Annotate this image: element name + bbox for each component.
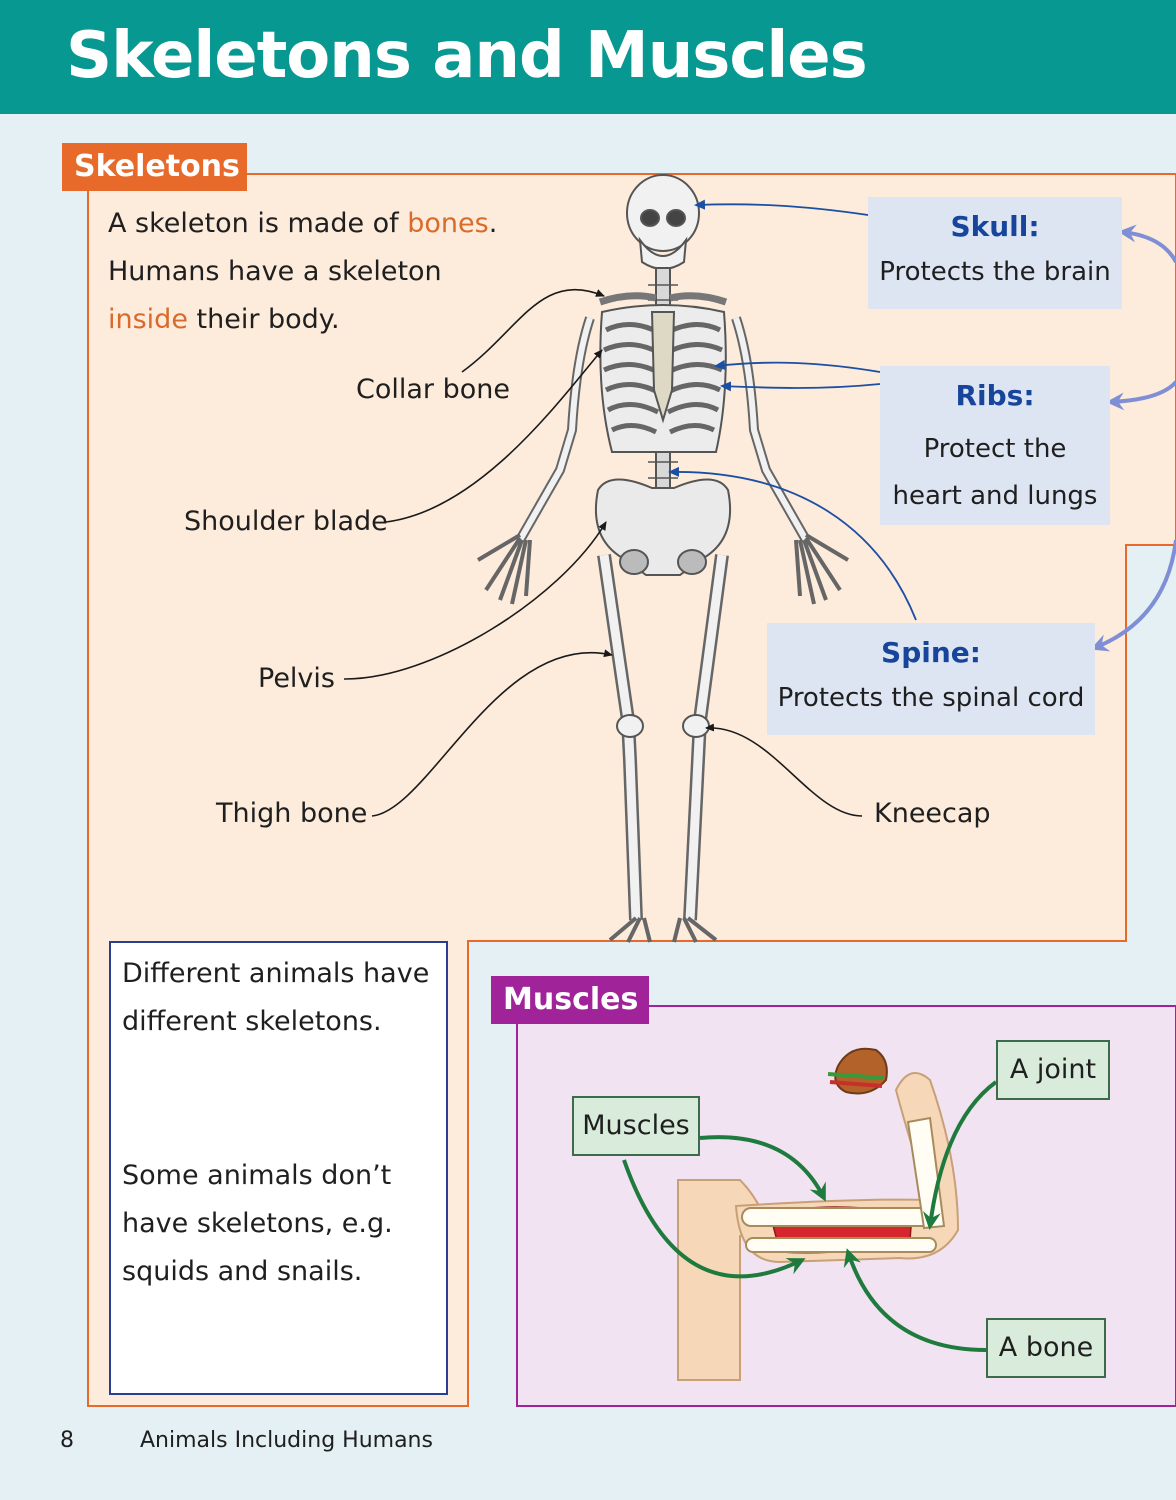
side-arrows xyxy=(1090,224,1176,652)
spine-title: Spine: xyxy=(881,636,981,669)
animals-line: different skeletons. xyxy=(122,1006,382,1037)
animals-line: squids and snails. xyxy=(122,1256,363,1287)
animals-line: Different animals have xyxy=(122,958,430,989)
label-shoulder-blade: Shoulder blade xyxy=(184,506,388,537)
ribs-text: heart and lungs xyxy=(892,481,1098,511)
animals-line: have skeletons, e.g. xyxy=(122,1208,393,1239)
skeletons-heading: Skeletons xyxy=(62,143,247,191)
book-title: Animals Including Humans xyxy=(140,1428,433,1453)
skull-text: Protects the brain xyxy=(879,257,1111,287)
animals-text-bottom: Some animals don’t have skeletons, e.g. … xyxy=(122,1152,393,1296)
keyword-inside: inside xyxy=(108,304,188,335)
skull-info-box: Skull: Protects the brain xyxy=(868,197,1122,309)
info-pointer-lines xyxy=(668,199,917,621)
label-collar-bone: Collar bone xyxy=(356,374,510,405)
spine-text: Protects the spinal cord xyxy=(777,683,1085,713)
intro-text: Humans have a skeleton xyxy=(108,256,442,287)
arm-muscle-illustration xyxy=(677,1047,960,1381)
page-number: 8 xyxy=(60,1428,74,1453)
muscle-arrows xyxy=(622,1080,998,1352)
label-bone: A bone xyxy=(986,1318,1106,1378)
skeleton-intro: A skeleton is made of bones. Humans have… xyxy=(108,200,548,344)
intro-text: their body. xyxy=(187,304,340,335)
animals-text-top: Different animals have different skeleto… xyxy=(122,950,429,1046)
ribs-text: Protect the xyxy=(923,434,1067,464)
skull-title: Skull: xyxy=(950,210,1040,243)
different-animals-box xyxy=(109,941,448,1395)
keyword-bones: bones xyxy=(407,208,489,239)
ribs-info-box: Ribs: Protect the heart and lungs xyxy=(880,366,1110,525)
header-bar xyxy=(0,0,1176,114)
label-muscles: Muscles xyxy=(572,1096,700,1156)
label-pelvis: Pelvis xyxy=(258,663,335,694)
skeleton-pointer-lines xyxy=(343,289,863,817)
label-thigh-bone: Thigh bone xyxy=(216,798,368,829)
label-kneecap: Kneecap xyxy=(874,798,991,829)
human-skeleton-illustration xyxy=(476,174,850,943)
intro-text: A skeleton is made of xyxy=(108,208,408,239)
spine-info-box: Spine: Protects the spinal cord xyxy=(767,623,1095,735)
intro-text: . xyxy=(488,208,498,239)
ribs-title: Ribs: xyxy=(955,379,1035,412)
page-title: Skeletons and Muscles xyxy=(66,19,868,93)
muscles-heading: Muscles xyxy=(491,976,649,1024)
animals-line: Some animals don’t xyxy=(122,1160,392,1191)
label-joint: A joint xyxy=(996,1040,1110,1100)
